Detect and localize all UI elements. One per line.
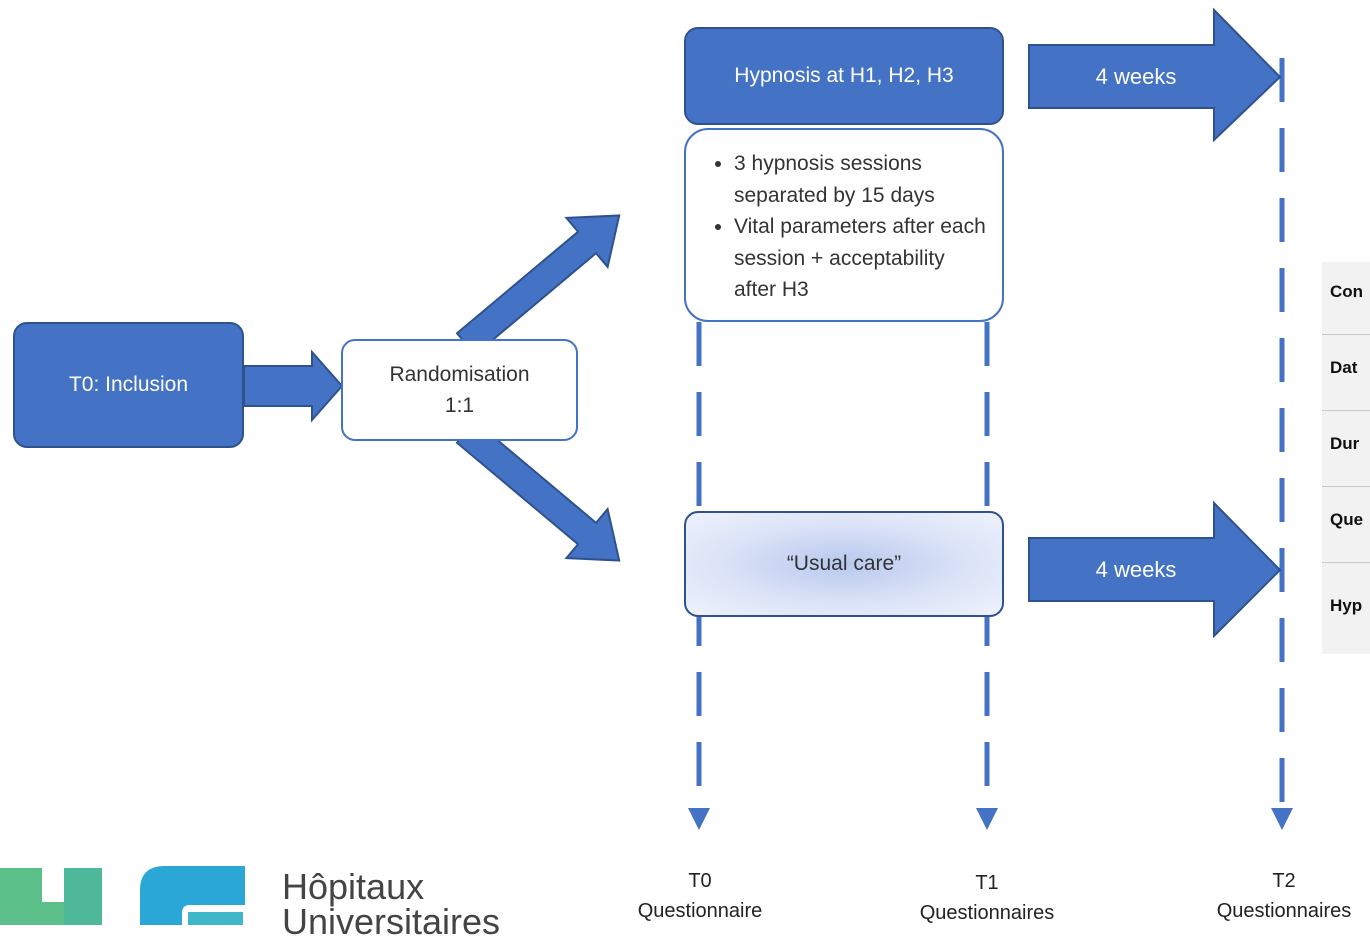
logo-text-line2: Universitaires (282, 901, 501, 942)
hypnosis-label: Hypnosis at H1, H2, H3 (734, 64, 954, 87)
hypnosis-detail-item: 3 hypnosis sessions separated by 15 days (734, 148, 992, 211)
timepoint-t0-name: T0 (688, 870, 712, 892)
side-table-row: Dur (1330, 434, 1360, 453)
timepoint-t0: T0 Questionnaire (600, 866, 800, 926)
timepoint-t0-label: Questionnaire (637, 900, 763, 922)
side-table-row: Que (1330, 510, 1364, 529)
logo-text-line1: Hôpitaux (282, 866, 425, 907)
timepoint-t1-label: Questionnaires (919, 902, 1055, 924)
side-table-row: Dat (1330, 358, 1358, 377)
diagonal-arrow-up (455, 214, 621, 357)
timepoint-t1-name: T1 (975, 872, 999, 894)
hypnosis-detail-item: Vital parameters after each session + ac… (734, 211, 992, 306)
randomisation-label: Randomisation (389, 363, 530, 386)
inclusion-label: T0: Inclusion (68, 373, 189, 396)
side-table-row: Con (1330, 282, 1364, 301)
side-table-row: Hyp (1330, 596, 1363, 615)
timepoint-t2: T2 Questionnaires (1184, 866, 1370, 926)
inclusion-arrow (243, 349, 344, 423)
randomisation-box: Randomisation 1:1 (341, 339, 578, 441)
side-table-divider (1322, 562, 1370, 563)
randomisation-ratio: 1:1 (444, 394, 475, 417)
timepoint-t2-name: T2 (1272, 870, 1296, 892)
timeline-t1-arrowhead (976, 808, 998, 830)
timeline-t0-arrowhead (688, 808, 710, 830)
timeline-t2-arrowhead (1271, 808, 1293, 830)
hypnosis-details-box: 3 hypnosis sessions separated by 15 days… (684, 128, 1004, 322)
upper-duration-label: 4 weeks (1095, 64, 1177, 89)
timepoint-t2-label: Questionnaires (1216, 900, 1352, 922)
hypnosis-box: Hypnosis at H1, H2, H3 (684, 27, 1004, 125)
hypnosis-details-list: 3 hypnosis sessions separated by 15 days… (712, 148, 992, 306)
lower-duration-label: 4 weeks (1095, 557, 1177, 582)
logo-mark (0, 866, 245, 925)
upper-duration-arrow (1028, 7, 1282, 143)
usual-care-box: “Usual care” (684, 511, 1004, 617)
side-table-divider (1322, 486, 1370, 487)
timepoint-t1: T1 Questionnaires (887, 868, 1087, 928)
side-table: Con Dat Dur Que Hyp (1322, 262, 1370, 654)
side-table-divider (1322, 410, 1370, 411)
lower-duration-arrow (1028, 500, 1282, 639)
inclusion-box: T0: Inclusion (13, 322, 244, 448)
diagonal-arrow-down (455, 419, 621, 562)
side-table-divider (1322, 334, 1370, 335)
usual-care-label: “Usual care” (786, 552, 902, 575)
